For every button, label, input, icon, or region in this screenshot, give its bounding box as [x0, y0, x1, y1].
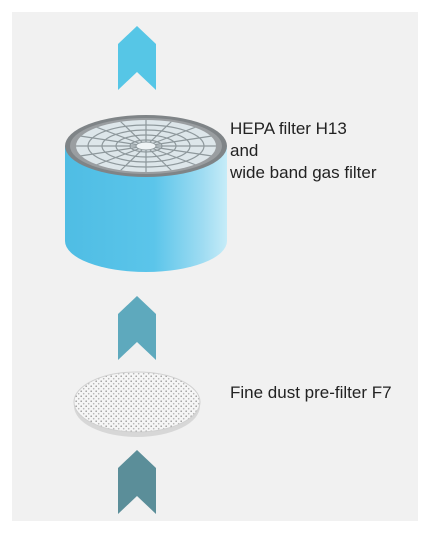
hepa-filter-cylinder-icon: [65, 115, 227, 272]
hepa-label-line-1: HEPA filter H13: [230, 119, 347, 138]
diagram-panel: [12, 12, 418, 521]
airflow-arrow-icon: [118, 296, 156, 360]
hepa-filter-label: HEPA filter H13 and wide band gas filter: [230, 118, 376, 184]
airflow-arrow-icon: [118, 450, 156, 514]
prefilter-disc-icon: [73, 371, 201, 437]
airflow-arrow-icon: [118, 26, 156, 90]
prefilter-label: Fine dust pre-filter F7: [230, 383, 392, 402]
hepa-label-line-2: and: [230, 141, 259, 160]
hepa-label-line-3: wide band gas filter: [230, 163, 377, 182]
